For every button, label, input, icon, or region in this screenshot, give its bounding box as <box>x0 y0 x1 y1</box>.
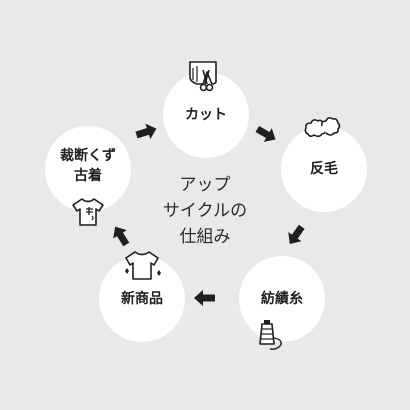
node-label-product: 新商品 <box>121 291 163 307</box>
fiber-fluff-icon <box>304 117 341 138</box>
arrow-product-to-scraps <box>113 226 130 247</box>
arrow-fluff-to-spinning <box>288 224 305 245</box>
node-label-fluff: 反毛 <box>310 161 338 177</box>
new-shirt-icon <box>125 251 161 280</box>
node-scraps: 裁断くず 古着 <box>45 126 131 212</box>
arrow-cut-to-fluff <box>255 125 276 142</box>
node-label-spinning: 紡績糸 <box>261 291 303 307</box>
old-shirt-icon <box>72 198 104 226</box>
thread-spool-icon <box>259 320 282 350</box>
node-label-cut: カット <box>185 107 227 123</box>
arrow-scraps-to-cut <box>135 123 157 139</box>
center-title: アップ サイクルの 仕組み <box>162 175 248 247</box>
node-spinning: 紡績糸 <box>239 256 325 342</box>
arrow-spinning-to-product <box>194 290 215 306</box>
scissors-cloth-icon <box>189 61 217 92</box>
node-fluff: 反毛 <box>281 126 367 212</box>
node-label-scraps: 裁断くず 古着 <box>60 148 116 184</box>
